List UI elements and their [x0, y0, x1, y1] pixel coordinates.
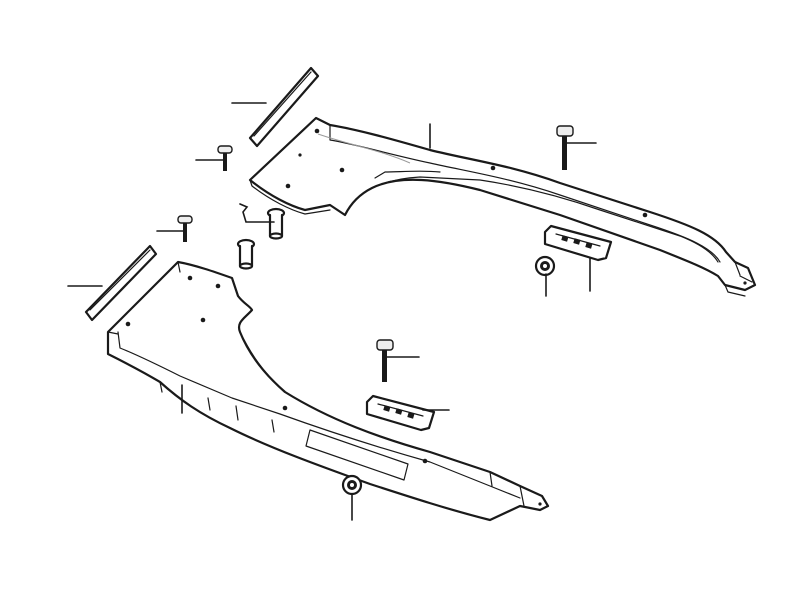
plate-bracket-lower: [365, 394, 436, 432]
rail-trim-strip-lower: [84, 244, 158, 322]
mount-bolt-left-lower: [177, 215, 193, 242]
sleeve-bushing-lower: [236, 238, 256, 270]
mount-bolt-right-upper: [556, 125, 574, 170]
plate-bracket-upper: [543, 224, 613, 262]
mount-bolt-right-lower: [376, 339, 394, 382]
rail-trim-strip-upper: [248, 66, 320, 148]
flange-nut-lower: [341, 474, 363, 496]
lower-rail: [106, 260, 550, 522]
leader-lines: [67, 102, 597, 521]
leader-bushings: [239, 203, 275, 223]
sleeve-bushing-upper: [266, 207, 286, 240]
upper-rail: [248, 116, 757, 297]
mount-bolt-left-upper: [217, 145, 233, 171]
flange-nut-upper: [534, 255, 556, 277]
